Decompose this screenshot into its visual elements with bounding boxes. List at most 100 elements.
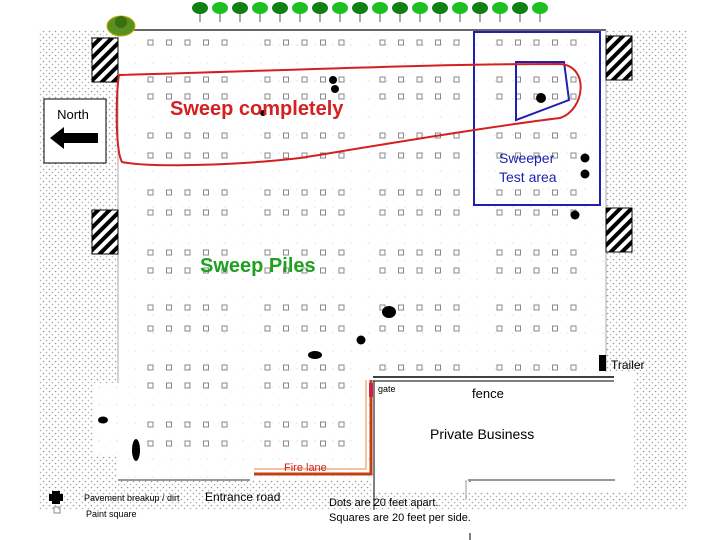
paint-square <box>264 132 271 139</box>
sweep-piles-label: Sweep Piles <box>200 255 316 277</box>
paint-square <box>221 364 228 371</box>
paint-square <box>570 304 577 311</box>
paint-square <box>283 76 289 83</box>
inner-test-zone <box>515 61 571 122</box>
paint-square <box>203 209 209 216</box>
paint-square <box>379 132 386 139</box>
tree-icon <box>106 15 136 37</box>
paint-square <box>221 189 228 196</box>
paint-square <box>264 267 271 274</box>
paint-square <box>435 304 441 311</box>
paint-square <box>416 325 423 332</box>
tree-icon <box>252 2 268 22</box>
tree-icon <box>312 2 328 22</box>
paint-square <box>533 152 540 159</box>
paint-square <box>166 39 172 46</box>
paint-square <box>552 364 558 371</box>
paint-square <box>221 132 228 139</box>
paint-square <box>166 325 172 332</box>
paint-square <box>453 325 460 332</box>
paint-square <box>515 152 521 159</box>
paint-square <box>264 249 271 256</box>
paint-square <box>320 382 326 389</box>
legend-label: Paint square <box>86 509 137 519</box>
paint-square <box>416 76 423 83</box>
paint-square <box>203 267 209 274</box>
paint-square <box>398 152 404 159</box>
paint-square <box>203 421 209 428</box>
paint-square <box>416 152 423 159</box>
paint-square <box>147 364 154 371</box>
legend: Pavement breakup / dirt Paint square <box>49 491 180 519</box>
paint-square <box>416 249 423 256</box>
paint-square <box>496 93 503 100</box>
paint-square <box>416 304 423 311</box>
fire-lane-label: Fire lane <box>284 462 327 474</box>
gate-label: gate <box>378 384 396 394</box>
paint-square <box>301 364 308 371</box>
paint-square <box>184 93 191 100</box>
paint-square <box>533 249 540 256</box>
paint-square <box>264 93 271 100</box>
paint-square <box>221 152 228 159</box>
paint-square <box>398 364 404 371</box>
paint-square <box>453 209 460 216</box>
paint-square <box>147 209 154 216</box>
tree-icon <box>412 2 428 22</box>
paint-square <box>496 39 503 46</box>
paint-square <box>184 382 191 389</box>
paint-square <box>515 364 521 371</box>
paint-square <box>379 93 386 100</box>
paint-square <box>264 209 271 216</box>
paint-square <box>416 267 423 274</box>
paint-square <box>301 304 308 311</box>
paint-square <box>301 93 308 100</box>
paint-square <box>533 39 540 46</box>
paint-square <box>552 152 558 159</box>
paint-square <box>515 325 521 332</box>
paint-square <box>416 189 423 196</box>
paint-square <box>552 209 558 216</box>
paint-square <box>203 440 209 447</box>
paint-square <box>453 189 460 196</box>
paint-square <box>166 382 172 389</box>
paint-square <box>221 76 228 83</box>
paint-square <box>453 304 460 311</box>
sweeper-test-area-label: Sweeper <box>499 150 555 166</box>
paint-square <box>264 421 271 428</box>
paint-square <box>166 152 172 159</box>
paint-square <box>435 189 441 196</box>
paint-square <box>320 304 326 311</box>
paint-square <box>379 325 386 332</box>
pavement-breakup-legend-icon <box>49 491 63 504</box>
private-business-label: Private Business <box>430 426 534 442</box>
paint-square <box>398 93 404 100</box>
paint-square <box>379 152 386 159</box>
paint-square <box>435 152 441 159</box>
tree-icon <box>512 2 528 22</box>
paint-square-legend-icon <box>53 506 61 514</box>
paint-square <box>320 39 326 46</box>
paint-square <box>379 364 386 371</box>
paint-square <box>203 325 209 332</box>
paint-square <box>283 382 289 389</box>
paint-square <box>264 76 271 83</box>
paint-square <box>570 152 577 159</box>
paint-square <box>320 440 326 447</box>
paint-square <box>283 364 289 371</box>
paint-square <box>435 39 441 46</box>
paint-square <box>338 189 345 196</box>
paint-square <box>496 304 503 311</box>
tree-icon <box>292 2 308 22</box>
hatched-structure <box>605 35 633 81</box>
paint-square <box>435 93 441 100</box>
paint-square <box>533 189 540 196</box>
paint-square <box>221 440 228 447</box>
paint-square <box>570 39 577 46</box>
paint-square <box>264 39 271 46</box>
paint-square <box>552 325 558 332</box>
paint-square <box>338 325 345 332</box>
paint-square <box>301 440 308 447</box>
paint-square <box>398 325 404 332</box>
